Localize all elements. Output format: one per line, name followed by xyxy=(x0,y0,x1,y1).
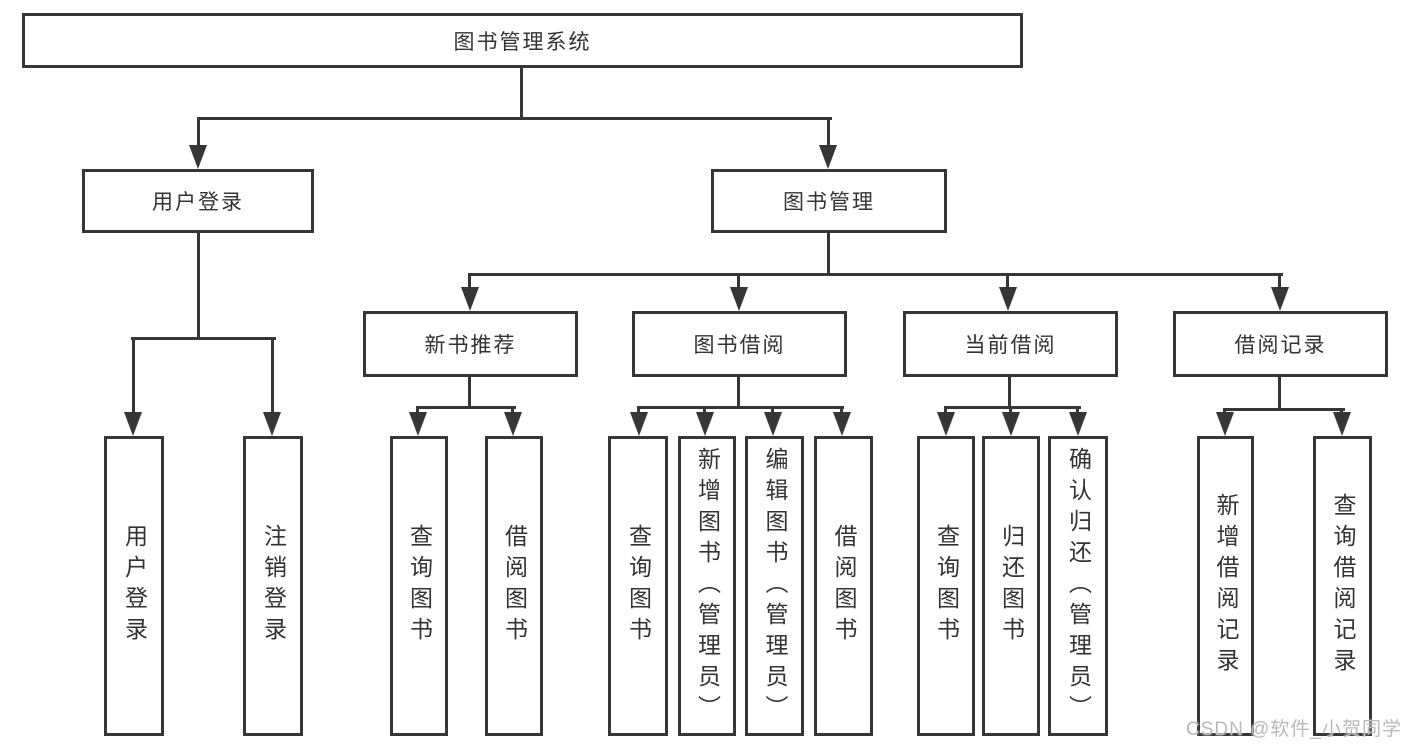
node-user-login: 用户登录 xyxy=(82,169,314,233)
connector-line xyxy=(1008,377,1011,409)
leaf-label: 查询图书 xyxy=(625,524,652,648)
node-label: 图书管理 xyxy=(783,191,875,214)
leaf-label: 借阅图书 xyxy=(831,524,857,648)
leaf-label: 确认归还（管理员） xyxy=(1065,446,1092,726)
connector-line xyxy=(1076,406,1079,416)
node-library-management-system: 图书管理系统 xyxy=(22,13,1023,68)
connector-line xyxy=(1278,273,1281,289)
leaf-label: 新增图书（管理员） xyxy=(694,446,721,726)
arrowhead-icon xyxy=(1333,412,1351,436)
leaf-logout: 注销登录 xyxy=(243,436,303,736)
arrowhead-icon xyxy=(819,145,837,169)
arrowhead-icon xyxy=(124,412,142,436)
connector-line xyxy=(737,377,740,409)
connector-line xyxy=(416,406,419,416)
arrowhead-icon xyxy=(630,412,648,436)
arrowhead-icon xyxy=(189,145,207,169)
node-label: 用户登录 xyxy=(152,191,244,214)
connector-line xyxy=(637,406,640,416)
watermark: CSDN @软件_小贺同学 xyxy=(1186,719,1402,740)
connector-line xyxy=(197,117,832,120)
connector-line xyxy=(1006,273,1009,289)
leaf-return-books: 归还图书 xyxy=(982,436,1040,736)
leaf-label: 查询图书 xyxy=(406,524,433,648)
leaf-borrow-books-recommend: 借阅图书 xyxy=(485,436,543,736)
node-borrowing-records: 借阅记录 xyxy=(1173,311,1388,377)
connector-line xyxy=(416,406,516,409)
connector-line xyxy=(944,406,1081,409)
connector-line xyxy=(1009,406,1012,416)
leaf-confirm-return-admin: 确认归还（管理员） xyxy=(1048,436,1108,736)
connector-line xyxy=(468,273,1283,276)
connector-line xyxy=(468,377,471,409)
connector-line xyxy=(944,406,947,416)
leaf-label: 编辑图书（管理员） xyxy=(762,446,788,726)
arrowhead-icon xyxy=(764,412,782,436)
connector-line xyxy=(511,406,514,416)
arrowhead-icon xyxy=(1002,412,1020,436)
connector-line xyxy=(1223,408,1345,411)
arrowhead-icon xyxy=(504,412,522,436)
node-current-borrowing: 当前借阅 xyxy=(903,311,1118,377)
leaf-edit-books-admin: 编辑图书（管理员） xyxy=(745,436,804,736)
arrowhead-icon xyxy=(1271,287,1289,311)
node-book-borrowing: 图书借阅 xyxy=(632,311,847,377)
leaf-user-login: 用户登录 xyxy=(104,436,164,736)
arrowhead-icon xyxy=(1216,412,1234,436)
connector-line xyxy=(637,406,844,409)
arrowhead-icon xyxy=(409,412,427,436)
arrowhead-icon xyxy=(833,412,851,436)
connector-line xyxy=(468,273,471,289)
arrowhead-icon xyxy=(263,412,281,436)
leaf-label: 查询图书 xyxy=(933,524,960,648)
connector-line xyxy=(131,337,276,340)
arrowhead-icon xyxy=(1069,412,1087,436)
arrowhead-icon xyxy=(461,287,479,311)
leaf-query-books-borrowing: 查询图书 xyxy=(608,436,668,736)
node-label: 图书管理系统 xyxy=(453,30,592,54)
connector-line xyxy=(771,406,774,416)
arrowhead-icon xyxy=(999,287,1017,311)
leaf-label: 新增借阅记录 xyxy=(1213,493,1239,679)
arrowhead-icon xyxy=(730,287,748,311)
node-new-book-recommendation: 新书推荐 xyxy=(363,311,578,377)
connector-line xyxy=(827,233,830,276)
leaf-add-borrow-record: 新增借阅记录 xyxy=(1197,436,1254,736)
connector-line xyxy=(1278,377,1281,411)
connector-line xyxy=(703,406,706,416)
node-label: 图书借阅 xyxy=(693,334,786,357)
connector-line xyxy=(737,273,740,289)
node-label: 当前借阅 xyxy=(964,334,1057,357)
connector-line xyxy=(197,233,200,340)
leaf-query-books-current: 查询图书 xyxy=(917,436,975,736)
node-label: 借阅记录 xyxy=(1234,334,1327,357)
connector-line xyxy=(197,117,200,147)
leaf-label: 注销登录 xyxy=(260,524,287,648)
arrowhead-icon xyxy=(696,412,714,436)
connector-line xyxy=(132,337,135,414)
leaf-add-books-admin: 新增图书（管理员） xyxy=(678,436,736,736)
leaf-query-borrow-record: 查询借阅记录 xyxy=(1313,436,1372,736)
leaf-label: 查询借阅记录 xyxy=(1330,493,1356,679)
leaf-query-books-recommend: 查询图书 xyxy=(390,436,448,736)
leaf-label: 归还图书 xyxy=(998,524,1025,648)
node-book-management: 图书管理 xyxy=(711,169,947,233)
connector-line xyxy=(827,117,830,147)
leaf-label: 用户登录 xyxy=(121,524,148,648)
connector-line xyxy=(840,406,843,416)
leaf-borrow-books-borrowing: 借阅图书 xyxy=(814,436,873,736)
connector-line xyxy=(271,337,274,414)
node-label: 新书推荐 xyxy=(424,334,517,357)
arrowhead-icon xyxy=(937,412,955,436)
leaf-label: 借阅图书 xyxy=(501,524,528,648)
connector-line xyxy=(520,68,523,120)
